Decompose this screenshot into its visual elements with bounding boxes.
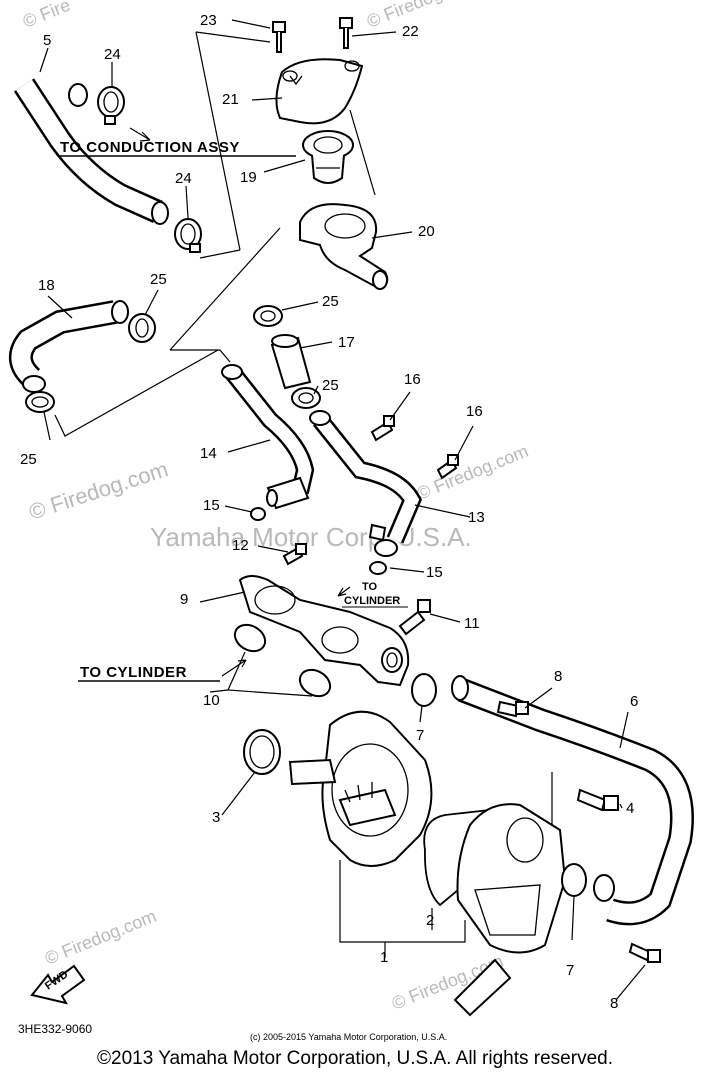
callout-9: 9 — [180, 591, 188, 608]
watermark-yamaha: Yamaha Motor Corp, U.S.A. — [150, 522, 472, 552]
callout-13: 13 — [468, 509, 485, 526]
callout-12: 12 — [232, 537, 249, 554]
bolt-11 — [398, 599, 431, 636]
o-ring-3 — [243, 729, 281, 775]
pipe-6 — [451, 675, 694, 926]
part-code: 3HE332-9060 — [18, 1022, 93, 1036]
hose-5 — [9, 62, 169, 225]
label-to-cylinder-small-2: CYLINDER — [344, 595, 400, 607]
callout-11: 11 — [464, 615, 480, 632]
o-ring-7-upper — [411, 673, 437, 707]
callout-2: 2 — [426, 912, 434, 929]
callout-25-a: 25 — [150, 271, 167, 288]
thermostat-housing-20 — [299, 203, 389, 290]
callout-24-upper: 24 — [104, 46, 121, 63]
bolt-8-upper — [496, 700, 529, 718]
pump-cover — [456, 803, 567, 954]
callout-16-a: 16 — [404, 371, 421, 388]
callout-7-upper: 7 — [416, 727, 424, 744]
o-ring-7-lower — [561, 863, 587, 897]
callout-22: 22 — [402, 23, 419, 40]
callout-16-b: 16 — [466, 403, 483, 420]
clamp-25-b — [25, 391, 55, 413]
water-pipe-9 — [238, 575, 410, 687]
watermark-firedog-top: © Fire — [20, 0, 73, 32]
footer-copyright: ©2013 Yamaha Motor Corporation, U.S.A. A… — [97, 1048, 613, 1069]
label-to-cylinder: TO CYLINDER — [80, 664, 187, 681]
thermostat-19 — [302, 130, 354, 184]
o-ring-15-lower — [369, 561, 387, 575]
o-ring-15-upper — [250, 507, 266, 521]
callout-5: 5 — [43, 32, 51, 49]
hose-18 — [9, 300, 129, 393]
callout-19: 19 — [240, 169, 257, 186]
callout-15-a: 15 — [203, 497, 220, 514]
callout-24-lower: 24 — [175, 170, 192, 187]
o-ring-10-b — [298, 668, 332, 698]
callout-4: 4 — [626, 800, 634, 817]
callout-25-b: 25 — [20, 451, 37, 468]
bolt-16-a — [370, 415, 395, 442]
watermark-firedog-2: © Firedog.com — [414, 441, 531, 504]
clamp-24-upper — [97, 86, 125, 125]
clamp-25-d — [291, 387, 321, 409]
callout-7-lower: 7 — [566, 962, 574, 979]
bolt-23 — [272, 21, 286, 53]
callout-18: 18 — [38, 277, 55, 294]
callout-17: 17 — [338, 334, 355, 351]
callout-14: 14 — [200, 445, 217, 462]
small-copyright: (c) 2005-2015 Yamaha Motor Corporation, … — [250, 1032, 448, 1042]
water-pump-housing — [288, 710, 433, 867]
bolt-22 — [339, 17, 353, 49]
thermostat-cover-21 — [275, 58, 364, 125]
callout-6: 6 — [630, 693, 638, 710]
label-to-conduction-assy: TO CONDUCTION ASSY — [60, 139, 240, 156]
callout-20: 20 — [418, 223, 435, 240]
bolt-4 — [576, 788, 619, 812]
watermark-firedog-3: © Firedog.com — [42, 906, 159, 969]
pipe-13 — [309, 410, 422, 557]
callout-3: 3 — [212, 809, 220, 826]
o-ring-10-a — [233, 623, 267, 653]
clamp-24-lower — [174, 218, 202, 253]
label-to-cylinder-small-1: TO — [362, 581, 378, 593]
pipe-14 — [221, 364, 315, 510]
bolt-8-lower — [628, 942, 661, 963]
callout-23: 23 — [200, 12, 217, 29]
callout-15-b: 15 — [426, 564, 443, 581]
callout-8-upper: 8 — [554, 668, 562, 685]
bolt-12 — [282, 543, 307, 566]
callout-21: 21 — [222, 91, 239, 108]
callout-8-lower: 8 — [610, 995, 618, 1012]
bolt-16-b — [436, 454, 459, 480]
fwd-arrow: FWD — [30, 964, 86, 1005]
hose-stub-bottom — [453, 958, 512, 1017]
callout-10: 10 — [203, 692, 220, 709]
to-cylinder-arrow — [337, 586, 351, 597]
watermark-firedog: © Firedog.com — [26, 456, 171, 524]
callout-25-d: 25 — [322, 377, 339, 394]
callout-25-c: 25 — [322, 293, 339, 310]
pipe-17 — [270, 334, 312, 390]
clamp-25-c — [253, 305, 283, 327]
clamp-25-a — [128, 313, 156, 343]
callout-1: 1 — [380, 949, 388, 966]
